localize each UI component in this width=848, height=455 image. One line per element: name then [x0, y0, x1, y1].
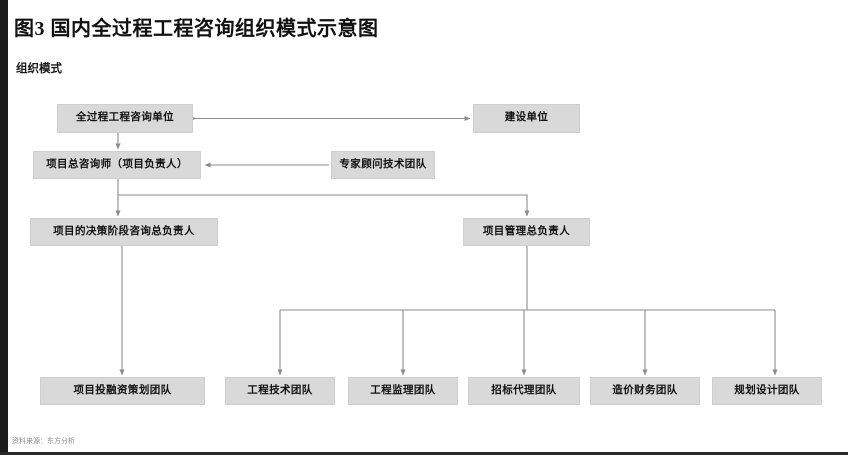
node-guanli: 项目管理总负责人 — [463, 218, 590, 246]
connector-zongzixun-guanli — [118, 194, 530, 217]
node-jianshe: 建设单位 — [473, 104, 580, 133]
scan-edge-rule-bottom — [0, 452, 848, 455]
node-quancheng: 全过程工程咨询单位 — [57, 104, 193, 133]
node-juece: 项目的决策阶段咨询总负责人 — [30, 218, 218, 246]
node-jianli: 工程监理团队 — [348, 377, 458, 405]
node-zhaobiao: 招标代理团队 — [468, 377, 580, 405]
scan-edge-band-left — [0, 0, 8, 455]
node-toured: 项目投融资策划团队 — [40, 377, 205, 405]
node-zaojia: 造价财务团队 — [590, 377, 700, 405]
connector-guanli-bus — [277, 246, 778, 376]
figure-source: 资料来源：东方分析 — [12, 437, 75, 445]
node-zongzixun: 项目总咨询师（项目负责人） — [33, 151, 201, 179]
node-gongcheng: 工程技术团队 — [225, 377, 335, 405]
node-guihua: 规划设计团队 — [712, 377, 822, 405]
figure-subtitle: 组织模式 — [16, 63, 62, 75]
node-zhuanjia: 专家顾问技术团队 — [331, 151, 435, 179]
figure-title: 图3 国内全过程工程咨询组织模式示意图 — [14, 18, 379, 40]
